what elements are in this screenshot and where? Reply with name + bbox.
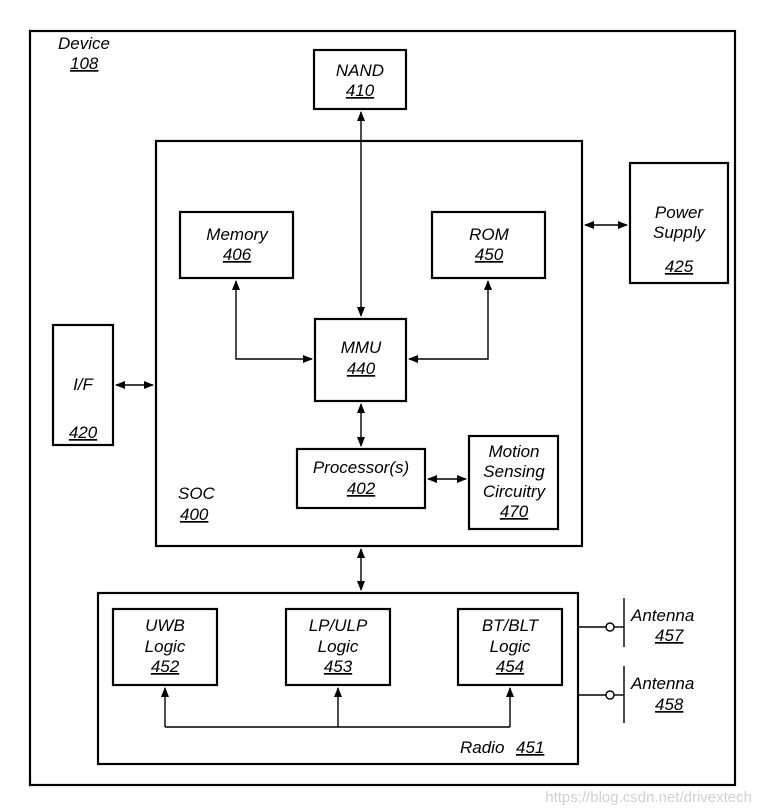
power-line2: Supply [653,223,706,242]
device-ref: 108 [70,54,99,73]
memory-box [178,210,295,280]
processor-box [295,447,427,510]
btblt-logic-box [456,607,564,687]
antenna-457-icon [578,598,625,647]
memory-ref: 406 [223,245,252,264]
rom-ref: 450 [475,245,504,264]
antenna-458-label: Antenna [630,674,694,693]
btblt-ref: 454 [496,657,524,676]
mmu-box [313,317,408,403]
processor-label: Processor(s) [313,458,409,477]
btblt-line2: Logic [490,637,531,656]
uwb-logic-box [111,607,219,687]
uwb-line1: UWB [145,616,185,635]
power-ref: 425 [665,257,694,276]
nand-box [312,48,408,111]
lpulp-logic-box [284,607,392,687]
radio-ref: 451 [516,738,544,757]
nand-label: NAND [336,61,384,80]
motion-line2: Sensing [483,462,545,481]
interface-label: I/F [73,375,94,394]
interface-ref: 420 [69,423,98,442]
uwb-line2: Logic [145,637,186,656]
uwb-ref: 452 [151,657,180,676]
processor-ref: 402 [347,479,376,498]
device-label: Device [58,34,110,53]
mmu-ref: 440 [347,359,376,378]
nand-ref: 410 [346,81,375,100]
rom-box [430,210,547,280]
btblt-line1: BT/BLT [482,616,540,635]
rom-label: ROM [469,225,510,244]
memory-mmu-connector [232,280,313,363]
soc-ref: 400 [180,505,209,524]
lpulp-line2: Logic [318,637,359,656]
interface-box [51,323,115,447]
mmu-label: MMU [341,338,382,357]
motion-line3: Circuitry [483,482,547,501]
antenna-457-ref: 457 [655,626,684,645]
motion-sensing-box [467,434,560,531]
memory-label: Memory [206,225,269,244]
antenna-458-icon [578,666,625,723]
power-supply-box [628,161,730,285]
motion-line1: Motion [488,442,539,461]
antenna-457-label: Antenna [630,606,694,625]
radio-label: Radio [460,738,504,757]
lpulp-ref: 453 [324,657,353,676]
antenna-458-ref: 458 [655,695,684,714]
soc-label: SOC [178,484,216,503]
motion-ref: 470 [500,502,529,521]
watermark-text: https://blog.csdn.net/drivextech [545,789,752,806]
rom-mmu-connector [408,280,492,363]
lpulp-line1: LP/ULP [309,616,368,635]
power-line1: Power [655,203,705,222]
